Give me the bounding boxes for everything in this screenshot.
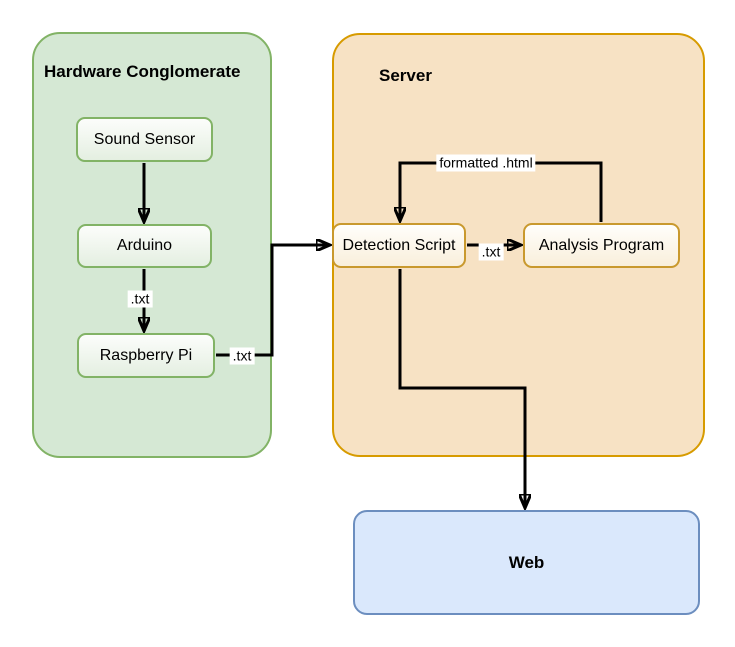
group-title-server: Server bbox=[379, 66, 432, 85]
edge-raspberry-pi-to-detection-script bbox=[216, 245, 330, 357]
node-sound-sensor: Sound Sensor bbox=[76, 117, 213, 162]
node-web: Web bbox=[353, 510, 700, 615]
edge-label-txt-arduino-to-pi: .txt bbox=[127, 290, 153, 308]
node-arduino: Arduino bbox=[77, 224, 212, 268]
node-raspberry-pi: Raspberry Pi bbox=[77, 333, 215, 378]
edge-label-txt-detection-to-analysis: .txt bbox=[478, 243, 504, 261]
node-detection-script: Detection Script bbox=[332, 223, 466, 268]
edge-label-formatted-html: formatted .html bbox=[436, 154, 536, 172]
node-analysis-program: Analysis Program bbox=[523, 223, 680, 268]
group-title-hardware: Hardware Conglomerate bbox=[44, 62, 241, 81]
edge-detection-script-to-web bbox=[398, 269, 525, 508]
edge-analysis-program-to-detection-script bbox=[400, 161, 603, 222]
edge-label-txt-pi-to-detection: .txt bbox=[229, 347, 255, 365]
group-hardware-conglomerate: Hardware Conglomerate bbox=[32, 32, 272, 458]
